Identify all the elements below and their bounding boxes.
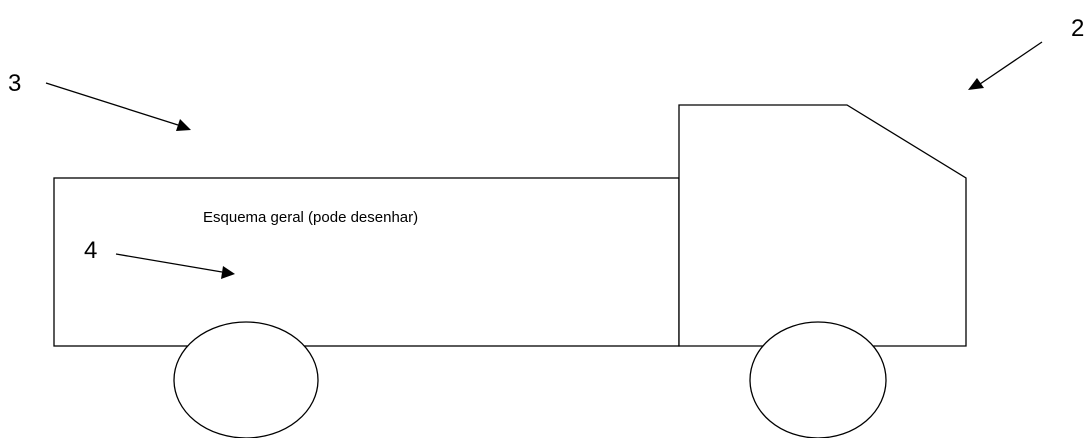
callout-number-4: 4 (84, 237, 97, 264)
callout-2-arrow-line (979, 41, 1043, 85)
rear-wheel (173, 321, 319, 438)
truck-cab (678, 104, 967, 347)
callout-3-arrowhead (176, 119, 191, 131)
callout-4-arrow-line (115, 253, 223, 273)
diagram-caption: Esquema geral (pode desenhar) (203, 209, 418, 226)
callout-3-arrow-line (45, 82, 179, 126)
callout-number-3: 3 (8, 70, 21, 97)
front-wheel (749, 321, 887, 438)
callout-number-2: 2 (1071, 15, 1084, 42)
callout-4-arrowhead (221, 266, 235, 279)
callout-2-arrowhead (968, 78, 984, 90)
truck-cargo-body (53, 177, 680, 347)
